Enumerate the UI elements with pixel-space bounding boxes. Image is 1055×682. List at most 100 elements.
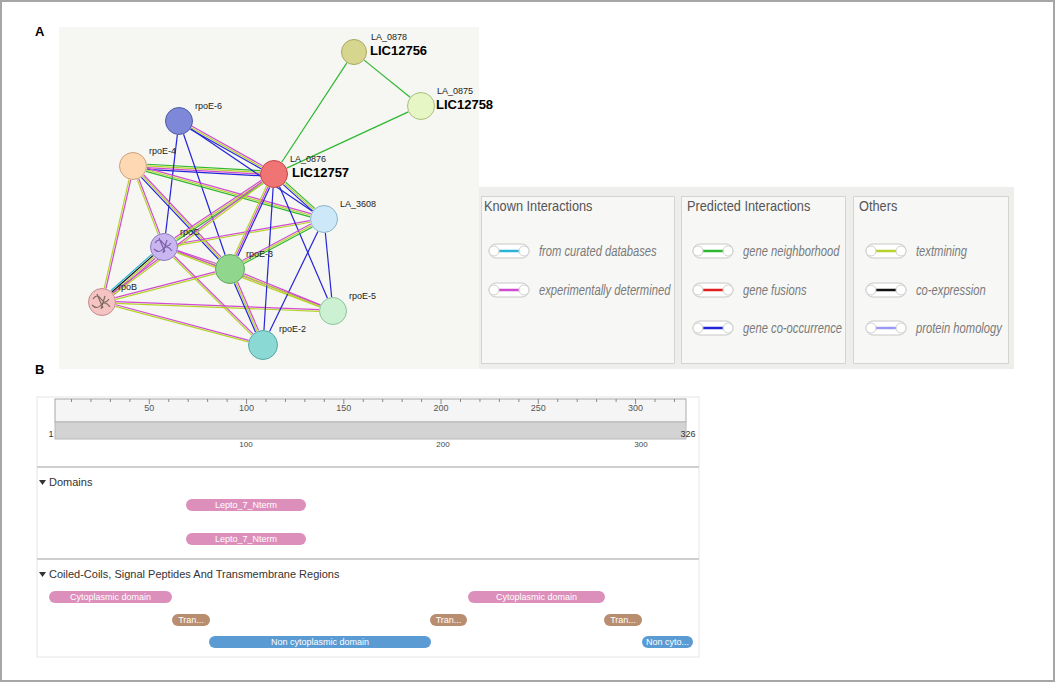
legend-text: gene co-occurrence — [743, 320, 842, 336]
evidence-line — [264, 188, 273, 330]
ruler-tick — [674, 399, 675, 402]
node-label: rpoE-4 — [149, 146, 176, 156]
interaction-edge — [190, 126, 262, 168]
evidence-line — [116, 302, 319, 310]
evidence-line — [112, 256, 153, 292]
ruler-tick — [479, 399, 480, 402]
legend-dot — [723, 246, 733, 256]
legend-text: from curated databases — [539, 243, 657, 259]
legend-pill — [693, 244, 733, 258]
node-label: LA_3608 — [340, 199, 376, 209]
evidence-line — [236, 187, 268, 256]
legend-dot — [723, 285, 733, 295]
domain-label: Lepto_7_Nterm — [215, 500, 277, 510]
interaction-edge — [264, 188, 273, 330]
evidence-line — [325, 233, 331, 297]
protein-node: LA_0878LIC12756 — [341, 39, 367, 65]
interaction-edge — [104, 179, 130, 288]
evidence-line — [106, 180, 131, 289]
node-label: rpoE-5 — [349, 291, 376, 301]
ruler-tick — [363, 399, 364, 402]
interaction-edge — [280, 187, 328, 298]
evidence-line — [242, 224, 310, 260]
evidence-line — [243, 226, 311, 262]
ruler-tick — [129, 399, 130, 402]
protein-node: LA_3608 — [310, 205, 338, 233]
domain-label: Non cytoplasmic domain — [271, 637, 369, 647]
ruler-tick — [577, 399, 578, 402]
evidence-line — [284, 183, 313, 209]
evidence-line — [235, 186, 267, 255]
ruler-number: 100 — [239, 404, 254, 414]
ruler-tick — [655, 399, 656, 402]
domain-label: Tran... — [436, 615, 462, 625]
evidence-line — [244, 275, 320, 306]
domain-bar: Non cyto... — [642, 636, 693, 648]
interaction-edge — [282, 63, 347, 162]
ruler-tick — [168, 399, 169, 402]
legend-pill — [866, 321, 906, 335]
ruler-tick — [557, 399, 558, 402]
collapse-triangle — [39, 480, 46, 485]
legend-pill — [489, 244, 529, 258]
ruler-tick — [266, 399, 267, 402]
ruler-tick — [304, 399, 305, 402]
legend-dot — [896, 323, 906, 333]
evidence-line — [115, 306, 248, 342]
ruler-number: 300 — [634, 441, 647, 450]
interaction-edge — [287, 112, 409, 168]
evidence-line — [116, 305, 249, 341]
evidence-line — [177, 183, 264, 241]
ruler-tick — [207, 399, 208, 402]
protein-node: rpoE-4 — [119, 152, 147, 180]
gene-id-label: LIC12758 — [436, 98, 493, 112]
node-label: LA_0876 — [290, 154, 326, 164]
node-label: rpoB — [118, 282, 137, 292]
separator — [37, 466, 699, 468]
legend-text: textmining — [916, 243, 967, 259]
ruler-bar — [55, 422, 686, 439]
ruler-tick — [596, 399, 597, 402]
legend-dot — [896, 285, 906, 295]
legend-pill — [866, 244, 906, 258]
interaction-edge — [116, 302, 319, 312]
ruler-tick — [188, 399, 189, 402]
panel-letter: A — [35, 25, 44, 39]
legend-dot — [693, 323, 703, 333]
ruler-number: 250 — [531, 404, 546, 414]
legend-sample — [865, 281, 909, 299]
interaction-edge — [270, 232, 318, 332]
protein-node: rpoB — [88, 288, 116, 316]
evidence-line — [364, 60, 410, 97]
legend-heading: Others — [859, 198, 897, 215]
protein-node: LA_0876LIC12757 — [260, 160, 288, 188]
ruler-tick — [324, 399, 325, 402]
network-panel — [59, 27, 479, 369]
legend-text: experimentally determined — [539, 282, 670, 298]
ruler-tick — [227, 399, 228, 402]
ruler-tick — [71, 399, 72, 402]
section-heading: Coiled-Coils, Signal Peptides And Transm… — [49, 568, 339, 580]
ruler-tick — [382, 399, 383, 402]
evidence-line — [280, 187, 328, 298]
evidence-line — [234, 283, 255, 331]
evidence-line — [236, 283, 257, 331]
legend-dot — [693, 246, 703, 256]
interaction-edge — [244, 274, 321, 307]
legend-text: gene fusions — [743, 282, 807, 298]
interaction-edge — [364, 60, 410, 97]
node-label: LA_0878 — [371, 32, 407, 42]
domain-bar: Cytoplasmic domain — [49, 591, 172, 603]
evidence-line — [104, 179, 129, 288]
domain-panel — [37, 397, 699, 657]
legend-dot — [693, 285, 703, 295]
protein-node: LA_0875LIC12758 — [407, 92, 435, 120]
collapse-triangle — [39, 572, 46, 577]
legend-dot — [519, 285, 529, 295]
evidence-line — [114, 183, 264, 294]
evidence-line — [113, 182, 263, 293]
legend-pill — [693, 321, 733, 335]
interaction-edge — [234, 282, 258, 332]
evidence-line — [270, 232, 318, 332]
